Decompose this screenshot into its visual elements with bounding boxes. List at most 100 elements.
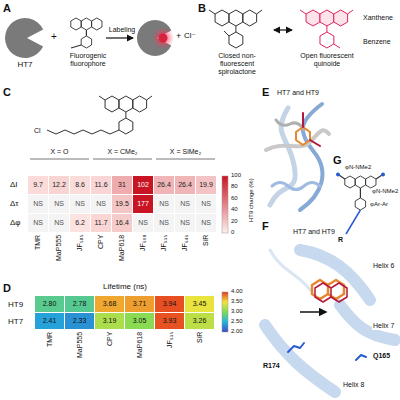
tick-label: 2.50 (231, 318, 243, 325)
residue-label: Q165 (372, 352, 391, 360)
protein-name: HT7 (10, 60, 40, 69)
tick-label: 0 (231, 229, 234, 236)
helix-label: Helix 8 (342, 381, 365, 389)
lifetime-cell: 3.94 (155, 296, 184, 312)
column-label: MaP555 (55, 235, 63, 261)
heatmap-cell: 8.6 (70, 176, 90, 194)
column-label: CPY (97, 235, 105, 249)
heatmap-cell: 6.2 (70, 214, 90, 232)
lifetime-cell: 3.93 (155, 313, 184, 329)
plus-sign: + (176, 31, 181, 41)
column-label: TMR (34, 235, 42, 250)
tick-label: 3.50 (231, 298, 243, 305)
column-label: JF₆₃₅ (160, 235, 168, 251)
structure-node: Open fluorescent quinoide (294, 8, 360, 68)
heatmap-cell: NS (28, 214, 48, 232)
ion-label: Cl⁻ (184, 31, 196, 40)
heatmap-cell: NS (70, 195, 90, 213)
lifetime-cell: 2.80 (35, 296, 64, 312)
heatmap-cell: 31 (112, 176, 132, 194)
angle-label: φN-NMe2 (371, 188, 399, 195)
heatmap-cell: 11.7 (91, 214, 111, 232)
heatmap-cell: 11.6 (91, 176, 111, 194)
structure-title: HT7 and HT9 (292, 228, 336, 236)
tick-label: 4.00 (231, 288, 243, 295)
heatmap-cell: NS (91, 195, 111, 213)
group-label: R (338, 236, 343, 244)
heatmap-cell: 177 (133, 195, 153, 213)
heatmap-cell: 12.2 (49, 176, 69, 194)
lifetime-cell: 3.26 (185, 313, 214, 329)
group-header: X = SiMe₂ (156, 148, 216, 156)
column-label: SiR (202, 235, 210, 246)
lifetime-cell: 2.33 (65, 313, 94, 329)
helix-label: Helix 6 (372, 262, 395, 270)
angle-label: φN-NMe2 (344, 164, 372, 171)
structure-caption: Closed non-fluorescent spirolactone (202, 52, 272, 76)
column-label: MaP618 (136, 332, 144, 358)
reaction-label: Labeling (104, 26, 140, 34)
plus-sign: + (51, 31, 57, 43)
group-header: X = CMe₂ (93, 148, 153, 156)
tick-label: 2.00 (231, 328, 243, 335)
panel-letter: B (198, 2, 206, 15)
lifetime-cell: 2.78 (65, 296, 94, 312)
column-label: MaP555 (76, 332, 84, 358)
residue-label: R174 (262, 362, 281, 370)
heatmap-cell: NS (49, 195, 69, 213)
lifetime-cell: 3.68 (95, 296, 124, 312)
equilibrium-arrow (274, 29, 292, 30)
heatmap-cell: NS (154, 195, 174, 213)
lifetime-cell: 2.41 (35, 313, 64, 329)
heatmap-cell: 26.4 (154, 176, 174, 194)
heatmap-cell: NS (28, 195, 48, 213)
tick-label: 20 (231, 218, 238, 225)
lifetime-cell: 3.45 (185, 296, 214, 312)
helix-label: Helix 7 (372, 322, 395, 330)
panel-letter: G (333, 154, 342, 167)
row-label: HT7 (8, 317, 23, 326)
structure-title: HT7 and HT9 (276, 89, 320, 97)
ring-label: Benzene (363, 38, 391, 46)
column-label: JF₆₃₅ (166, 332, 174, 348)
row-label: Δφ (10, 218, 21, 227)
tick-label: 3.00 (231, 308, 243, 315)
heatmap-cell: 19.9 (196, 176, 216, 194)
column-label: CPY (106, 332, 114, 346)
tick-label: 40 (231, 206, 238, 213)
tick-label: 80 (231, 183, 238, 190)
heatmap-cell: 9.7 (28, 176, 48, 194)
column-label: MaP618 (118, 235, 126, 261)
group-header: X = O (30, 148, 90, 156)
panel-letter: C (3, 86, 11, 99)
heatmap-cell: NS (175, 214, 195, 232)
column-label: JF₆₄₆ (181, 235, 189, 251)
ring-label: Xanthene (363, 14, 393, 22)
panel-letter: F (262, 220, 269, 233)
column-label: JF₅₈₅ (76, 235, 84, 251)
panel-letter: E (262, 86, 269, 99)
heatmap-cell: 102 (133, 176, 153, 194)
row-label: Δτ (10, 199, 19, 208)
atom-label: Cl (34, 127, 41, 135)
axis-title: HT9 change (%) (248, 178, 255, 222)
chart-title: Lifetime (ns) (80, 282, 170, 291)
heatmap-cell: 16.4 (112, 214, 132, 232)
column-label: SiR (196, 332, 204, 343)
heatmap-cell: NS (196, 195, 216, 213)
heatmap-cell: NS (49, 214, 69, 232)
panel-letter: D (3, 282, 11, 295)
angle-label: φAr-Ar (369, 201, 389, 208)
tick-label: 60 (231, 195, 238, 202)
heatmap-cell: NS (175, 195, 195, 213)
dye-caption: Fluorogenic fluorophore (62, 52, 114, 68)
heatmap-cell: NS (133, 214, 153, 232)
tick-label: 100 (231, 172, 241, 179)
row-label: HT9 (8, 300, 23, 309)
column-label: JF₆₀₈ (139, 235, 147, 251)
lifetime-cell: 3.05 (125, 313, 154, 329)
heatmap-cell: NS (196, 214, 216, 232)
structure-caption: Open fluorescent quinoide (294, 52, 360, 68)
heatmap-cell: 26.4 (175, 176, 195, 194)
panel-letter: A (3, 2, 11, 15)
